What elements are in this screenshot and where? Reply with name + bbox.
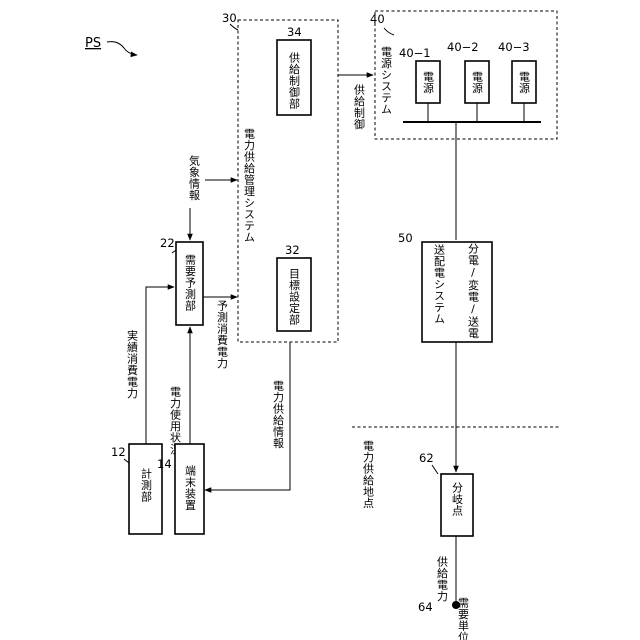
supply-info-flow-label: 電力供給情報 [272, 380, 285, 450]
demand-unit-ref: 64 [418, 600, 433, 614]
grid-system-sublabel: 分電/変電/送電 [467, 243, 480, 339]
supply-control-label: 供給制御部 [288, 51, 301, 110]
terminal-ref: 14 [157, 457, 172, 471]
grid-system-ref: 50 [398, 231, 413, 245]
power-source-2-ref: 40−2 [447, 40, 479, 54]
target-setting-label: 目標設定部 [288, 268, 301, 326]
supply-power-flow-label: 供給電力 [436, 555, 449, 602]
demand-forecast-ref: 22 [160, 236, 175, 250]
power-system-ref: 40 [370, 12, 385, 26]
supply-control-ref: 34 [287, 25, 302, 39]
power-source-3-ref: 40−3 [498, 40, 530, 54]
branch-point-ref: 62 [419, 451, 434, 465]
branch-ref-leader [432, 465, 438, 474]
power-source-2-label: 電源 [471, 71, 484, 95]
supply-control-flow-label: 供給制御 [353, 83, 366, 130]
power-source-1-ref: 40−1 [399, 46, 431, 60]
terminal-label: 端末装置 [184, 465, 197, 511]
title-pointer [107, 42, 137, 55]
demand-forecast-label: 需要予測部 [184, 254, 197, 312]
branch-point-label: 分岐点 [451, 482, 464, 517]
power-system-ref-leader [384, 28, 394, 35]
weather-flow-label: 気象情報 [188, 154, 201, 202]
mgmt-system-label: 電力供給管理システム [243, 128, 256, 243]
mgmt-system-ref: 30 [222, 11, 237, 25]
forecast-power-flow-label: 予測消費電力 [216, 300, 229, 369]
power-source-3-label: 電源 [518, 71, 531, 95]
figure-title: PS [85, 36, 101, 51]
target-setting-ref: 32 [285, 243, 300, 257]
grid-system-label: 送配電システム [433, 243, 446, 325]
supply-point-label: 電力供給地点 [362, 440, 375, 510]
power-system-label: 電源システム [380, 46, 393, 115]
meter-ref: 12 [111, 445, 126, 459]
demand-unit-label: 需要単位 [457, 597, 470, 640]
power-source-1-label: 電源 [422, 71, 435, 95]
meter-label: 計測部 [140, 467, 153, 503]
actual-power-flow-label: 実績消費電力 [126, 329, 139, 399]
